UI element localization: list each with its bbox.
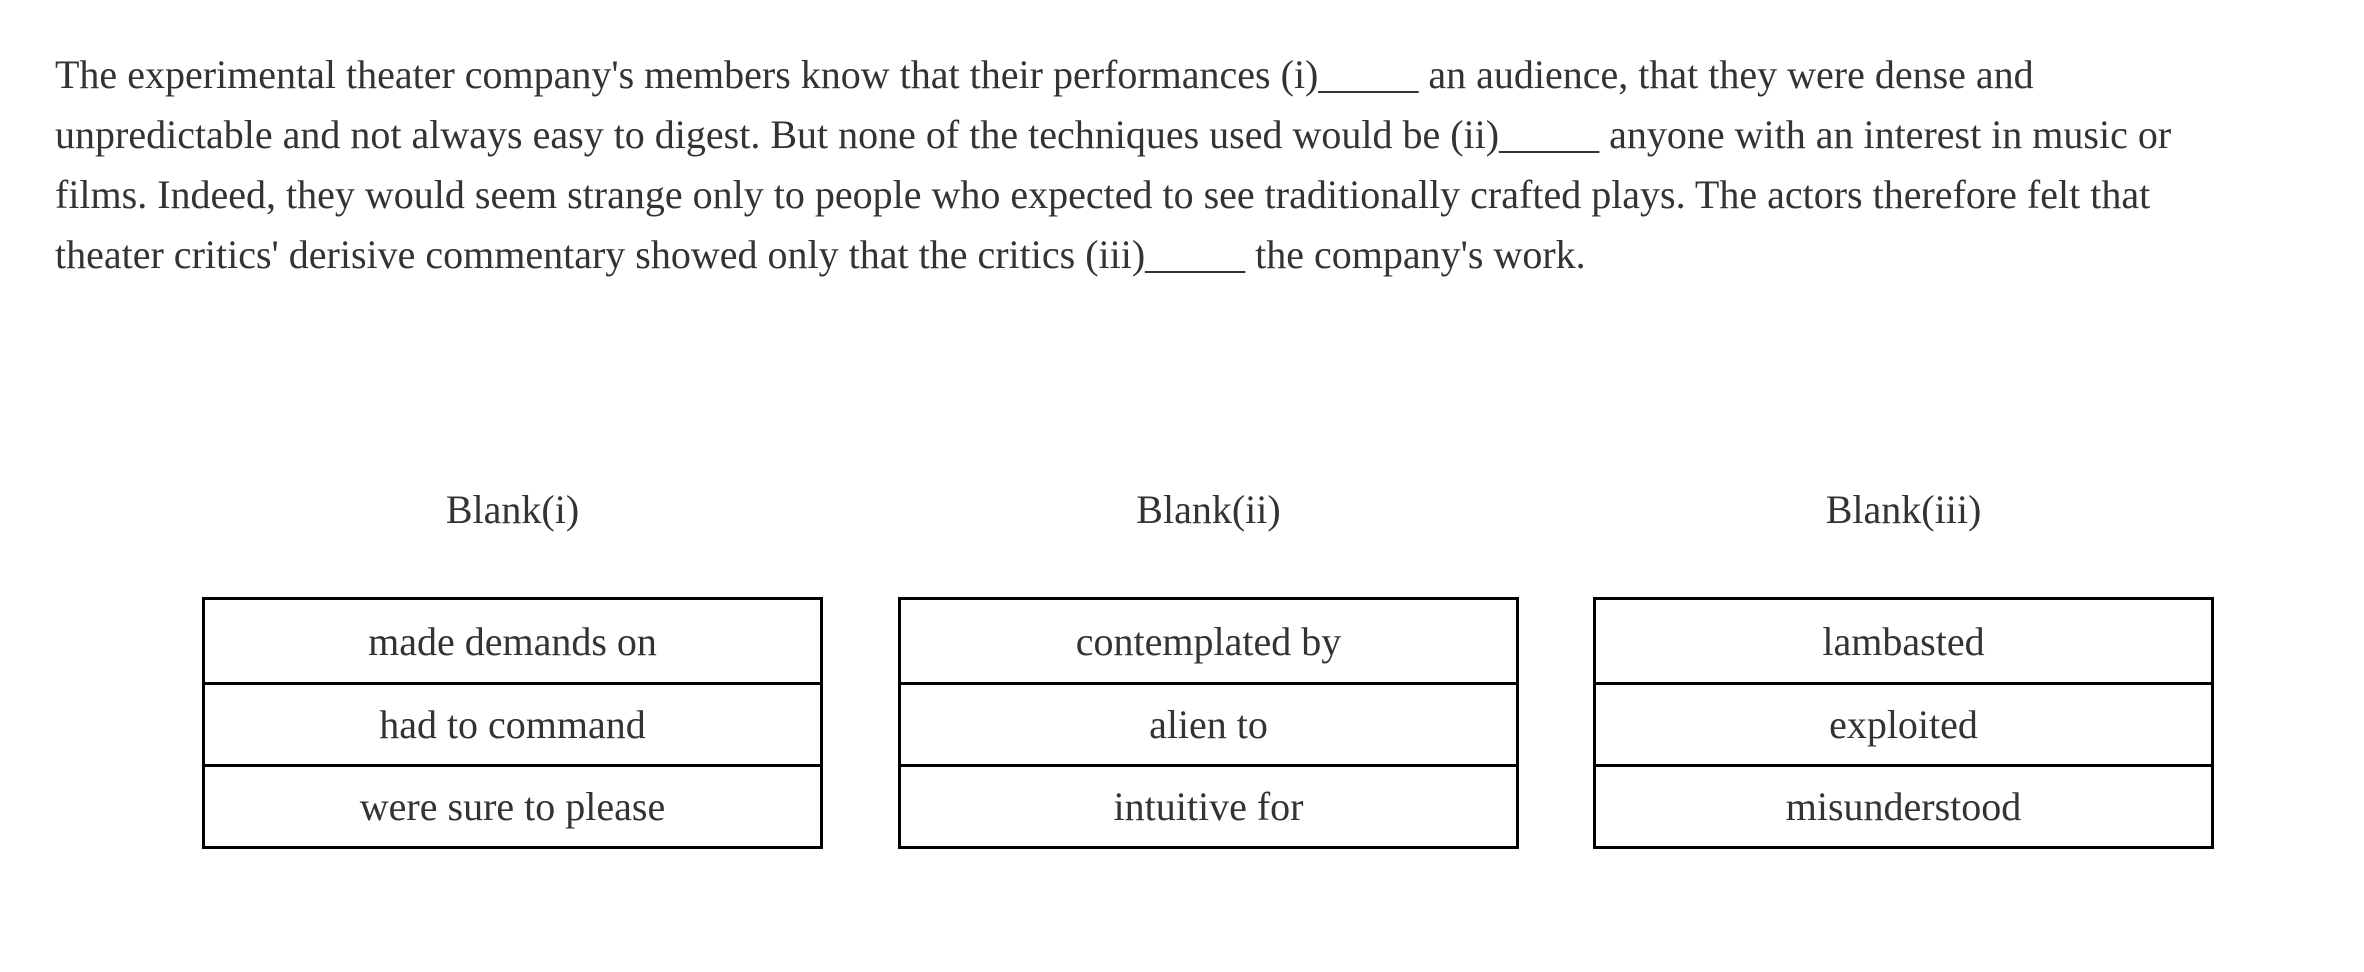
blank-i-option-2[interactable]: had to command xyxy=(205,682,820,764)
question-passage: The experimental theater company's membe… xyxy=(55,45,2345,285)
blank-iii-option-1[interactable]: lambasted xyxy=(1596,600,2211,682)
blank-ii-option-3[interactable]: intuitive for xyxy=(901,764,1516,846)
passage-line: The experimental theater company's membe… xyxy=(55,52,2034,97)
passage-line: unpredictable and not always easy to dig… xyxy=(55,112,2172,157)
passage-line: films. Indeed, they would seem strange o… xyxy=(55,172,2151,217)
blank-i-option-1[interactable]: made demands on xyxy=(205,600,820,682)
blank-ii-group: Blank(ii) contemplated by alien to intui… xyxy=(898,480,1519,849)
blank-i-choices: made demands on had to command were sure… xyxy=(202,597,823,849)
blank-ii-choices: contemplated by alien to intuitive for xyxy=(898,597,1519,849)
blank-i-option-3[interactable]: were sure to please xyxy=(205,764,820,846)
blank-iii-option-2[interactable]: exploited xyxy=(1596,682,2211,764)
blank-ii-option-2[interactable]: alien to xyxy=(901,682,1516,764)
blank-ii-option-1[interactable]: contemplated by xyxy=(901,600,1516,682)
blank-i-group: Blank(i) made demands on had to command … xyxy=(202,480,823,849)
blank-iii-option-3[interactable]: misunderstood xyxy=(1596,764,2211,846)
blank-ii-title: Blank(ii) xyxy=(1136,487,1281,532)
blank-iii-choices: lambasted exploited misunderstood xyxy=(1593,597,2214,849)
passage-line: theater critics' derisive commentary sho… xyxy=(55,232,1586,277)
blank-iii-title: Blank(iii) xyxy=(1825,487,1982,532)
blank-iii-group: Blank(iii) lambasted exploited misunders… xyxy=(1593,480,2214,849)
blank-i-title: Blank(i) xyxy=(445,487,580,532)
